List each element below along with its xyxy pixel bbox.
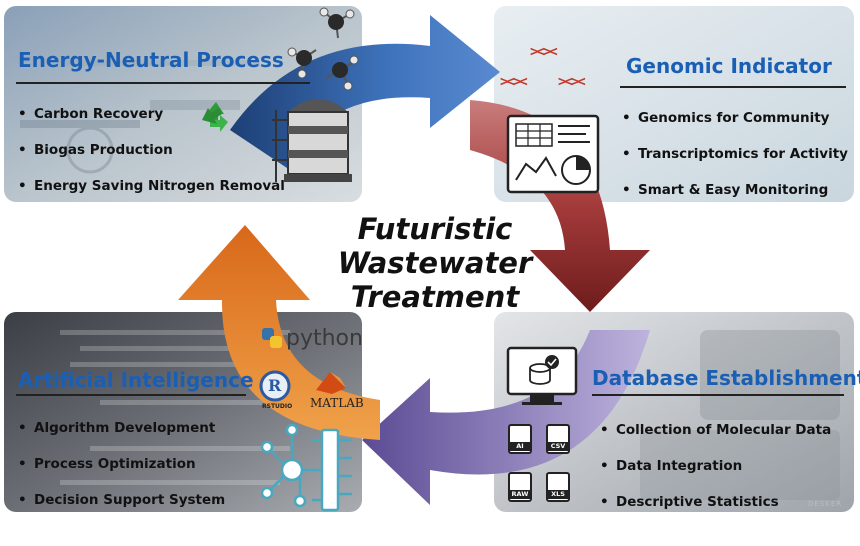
r-logo [259,370,291,402]
database-item-list: Collection of Molecular Data Data Integr… [598,420,831,528]
ai-item: Process Optimization [16,454,225,490]
rstudio-label: RSTUDIO [262,403,293,410]
center-title: Futuristic Wastewater Treatment [330,212,540,314]
python-logo [262,328,282,348]
neural-chip-icon [260,423,352,512]
csv-file-icon: CSV [546,424,570,454]
ai-item-list: Algorithm Development Process Optimizati… [16,418,225,526]
database-item: Collection of Molecular Data [598,420,831,456]
molecule-icon [287,7,359,91]
database-title-rule [592,394,844,396]
matlab-logo [316,372,346,394]
database-item: Data Integration [598,456,831,492]
python-label: python [286,326,363,351]
genomic-title-rule [620,86,846,88]
genomic-panel-title: Genomic Indicator [626,54,832,78]
dna-icon: ><>< [500,74,528,90]
energy-item: Biogas Production [16,140,285,176]
energy-title-rule [16,82,310,84]
bottom-arrow [362,330,650,505]
ai-file-icon: AI [508,424,532,454]
dna-icon: ><>< [558,74,586,90]
database-panel-title: Database Establishment [592,366,860,390]
xls-file-icon: XLS [546,472,570,502]
ai-item: Decision Support System [16,490,225,526]
dashboard-icon [506,114,600,194]
genomic-item: Transcriptomics for Activity [620,144,848,180]
energy-item-list: Carbon Recovery Biogas Production Energy… [16,104,285,212]
center-title-line: Wastewater [337,246,533,280]
raw-file-icon: RAW [508,472,532,502]
ai-panel-title: Artificial Intelligence [18,368,254,392]
energy-item: Energy Saving Nitrogen Removal [16,176,285,212]
genomic-item: Genomics for Community [620,108,848,144]
watermark: DESKER [808,500,843,508]
center-title-line: Futuristic [357,212,513,246]
r-label: R [268,376,282,395]
ai-item: Algorithm Development [16,418,225,454]
dna-icon: ><>< [530,44,558,60]
ai-title-rule [16,394,246,396]
genomic-item-list: Genomics for Community Transcriptomics f… [620,108,848,216]
energy-item: Carbon Recovery [16,104,285,140]
energy-panel-title: Energy-Neutral Process [18,48,284,72]
database-item: Descriptive Statistics [598,492,831,528]
genomic-item: Smart & Easy Monitoring [620,180,848,216]
center-title-line: Treatment [350,280,520,314]
monitor-database-icon [506,346,578,405]
matlab-label: MATLAB [310,396,364,410]
